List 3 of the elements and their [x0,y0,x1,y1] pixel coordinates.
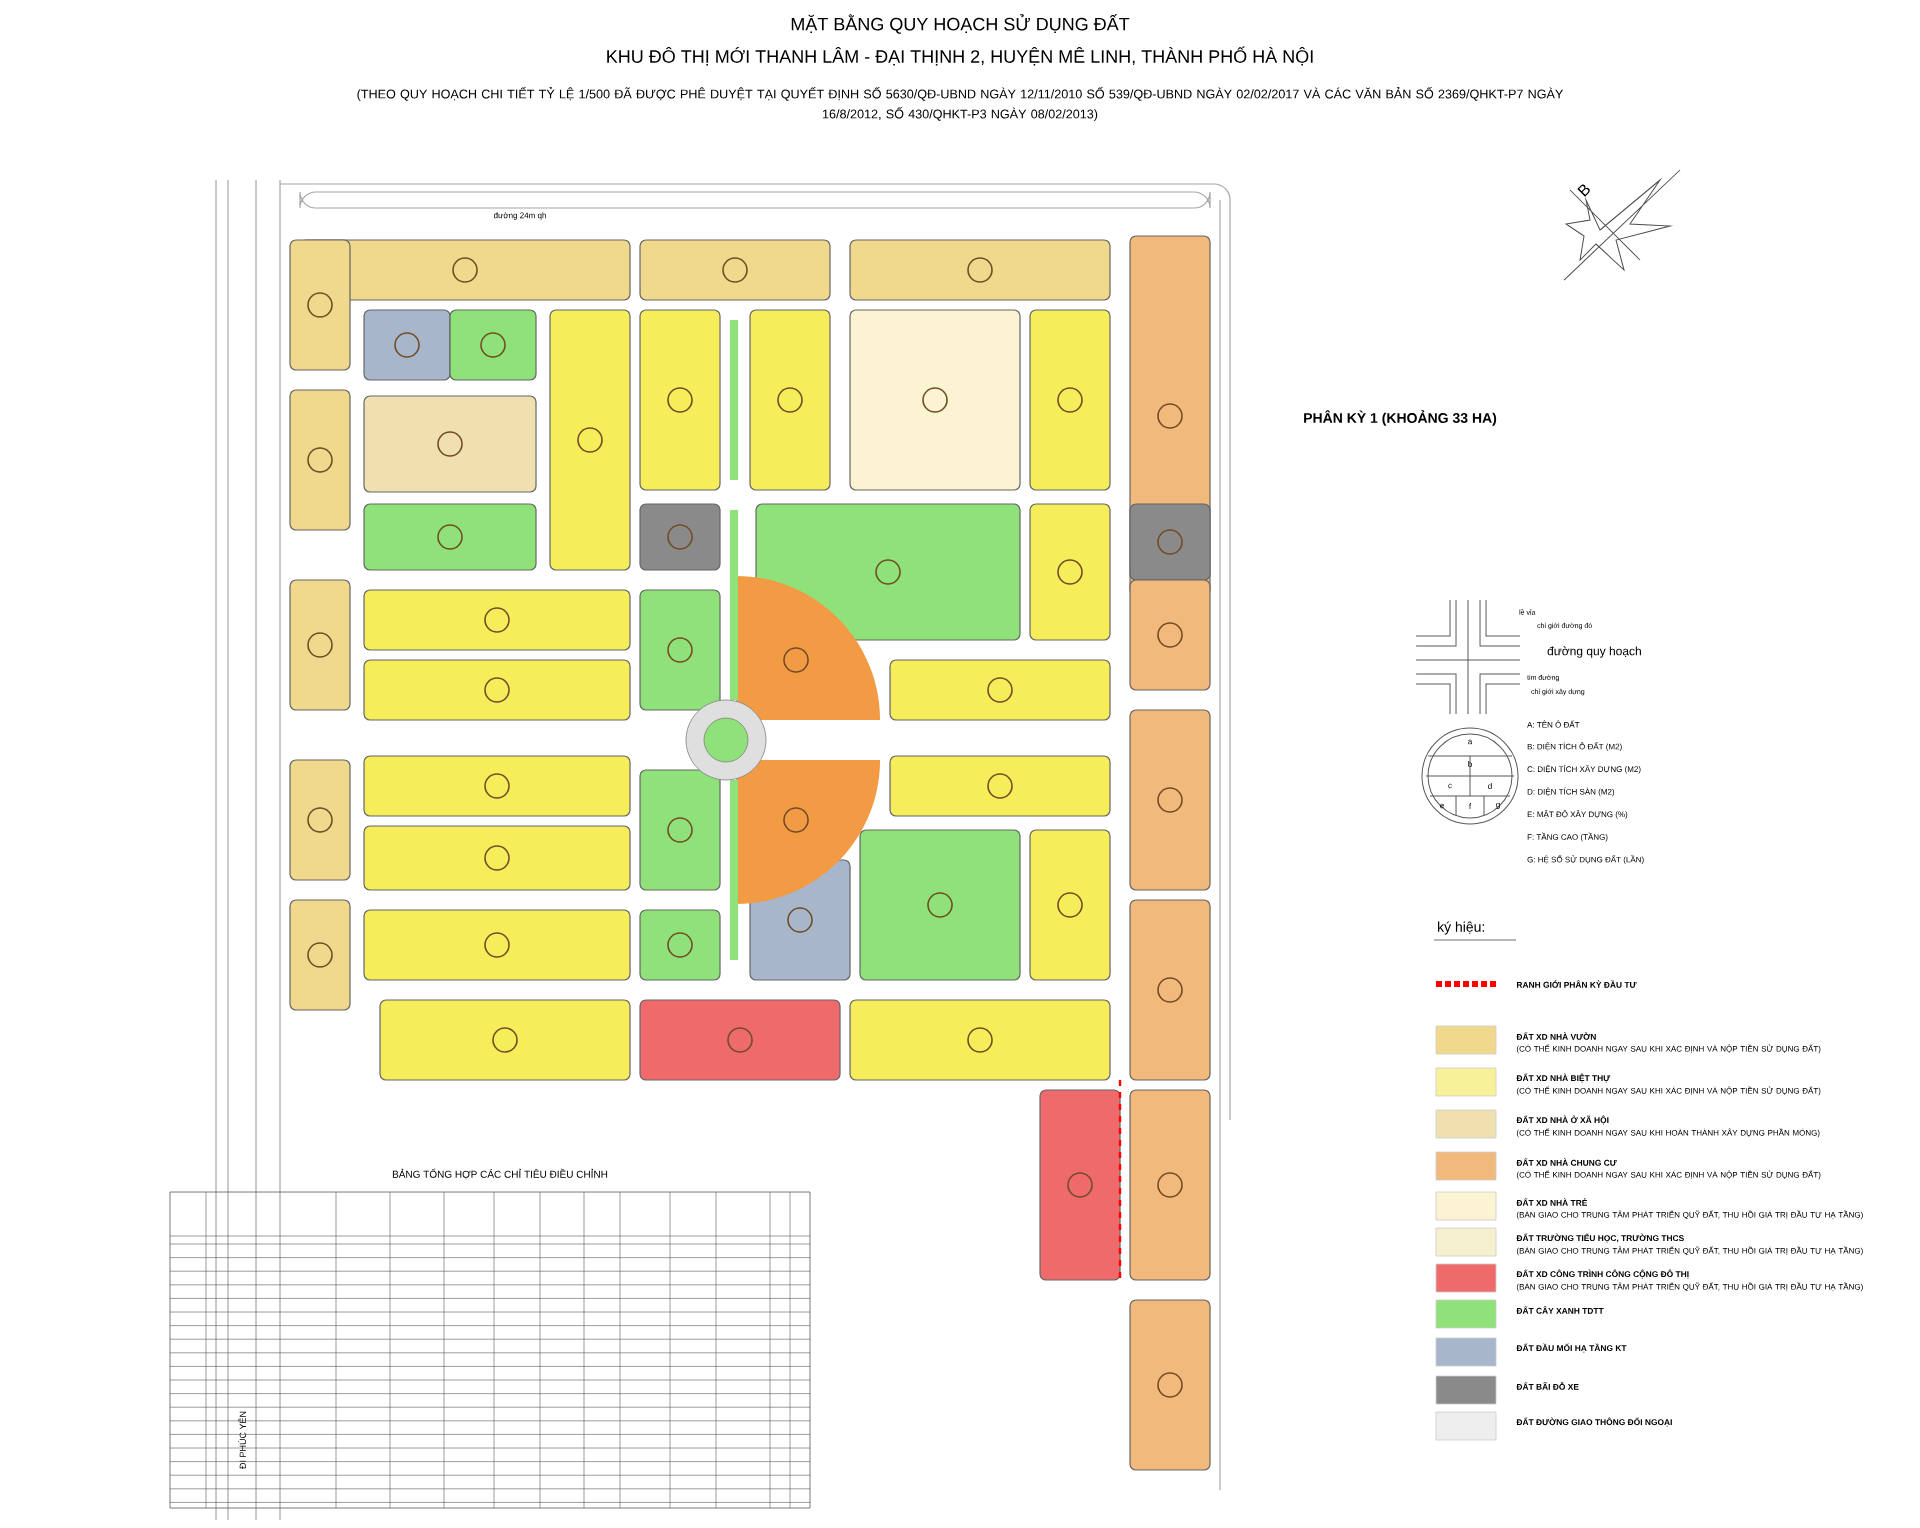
title: MẶT BẰNG QUY HOẠCH SỬ DỤNG ĐẤT [791,14,1130,34]
north-letter: B [1577,184,1590,197]
subtitle: KHU ĐÔ THỊ MỚI THANH LÂM - ĐẠI THỊNH 2, HUYỆN MÊ LINH, THÀNH PHỐ HÀ NỘI [607,46,1313,66]
